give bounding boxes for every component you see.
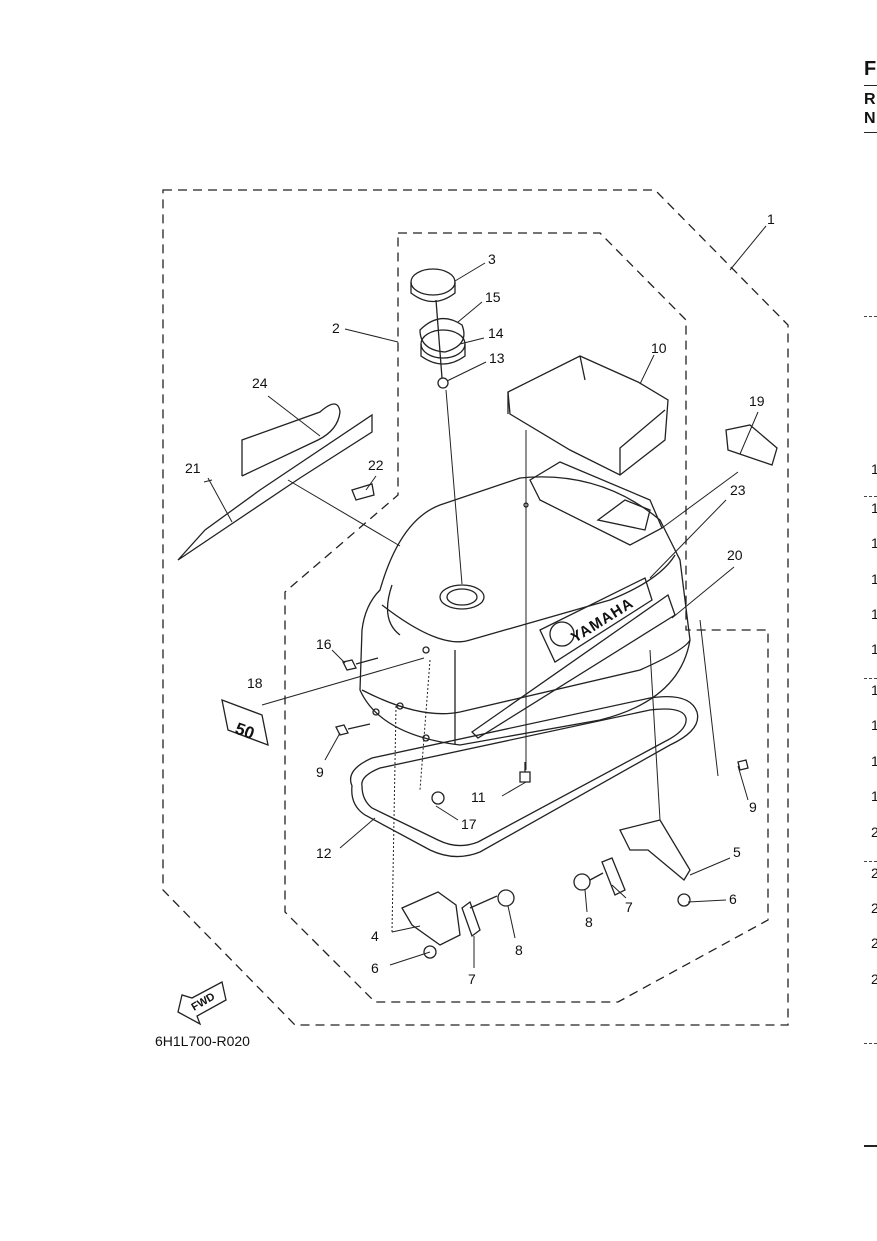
callout-16: 16 <box>316 636 332 652</box>
edge-num-9: 1 <box>871 753 877 769</box>
callout-3: 3 <box>488 251 496 267</box>
seal-rubber <box>349 695 699 858</box>
edge-num-13: 2 <box>871 900 877 916</box>
callout-9b: 9 <box>749 799 757 815</box>
side-stripe-20 <box>470 593 676 739</box>
screw-9b <box>737 759 749 771</box>
model-badge-18 <box>221 698 269 747</box>
callout-labels: 1 2 3 4 5 6 6 7 7 8 8 9 9 10 11 12 13 14… <box>185 211 775 987</box>
callout-5: 5 <box>733 844 741 860</box>
callout-6a: 6 <box>371 960 379 976</box>
screw-9a <box>335 723 371 736</box>
hook-7a <box>461 900 481 938</box>
screw-11 <box>519 762 531 783</box>
callout-19: 19 <box>749 393 765 409</box>
edge-num-8: 1 <box>871 717 877 733</box>
callout-6b: 6 <box>729 891 737 907</box>
callout-14: 14 <box>488 325 504 341</box>
edge-num-7: 1 <box>871 682 877 698</box>
edge-num-2: 1 <box>871 500 877 516</box>
grommet <box>420 329 466 359</box>
vent-tray <box>529 461 663 546</box>
callout-20: 20 <box>727 547 743 563</box>
edge-num-11: 2 <box>871 824 877 840</box>
bolt-8a <box>497 889 515 907</box>
caution-label-19 <box>725 424 778 466</box>
callout-4: 4 <box>371 928 379 944</box>
callout-8a: 8 <box>515 942 523 958</box>
callout-2: 2 <box>332 320 340 336</box>
clamp-5 <box>619 819 691 881</box>
edge-letter-r: R <box>864 91 876 108</box>
oil-filler-hole <box>439 584 485 610</box>
callout-24: 24 <box>252 375 268 391</box>
callout-7a: 7 <box>468 971 476 987</box>
callout-21: 21 <box>185 460 201 476</box>
callout-1: 1 <box>767 211 775 227</box>
callout-8b: 8 <box>585 914 593 930</box>
callout-13: 13 <box>489 350 505 366</box>
edge-num-3: 1 <box>871 535 877 551</box>
washer-17 <box>431 791 445 805</box>
callout-9a: 9 <box>316 764 324 780</box>
top-cowling <box>359 476 691 746</box>
diagram-code: 6H1L700-R020 <box>155 1033 250 1049</box>
callout-15: 15 <box>485 289 501 305</box>
edge-num-12: 2 <box>871 865 877 881</box>
inner-assembly-boundary <box>284 232 769 1003</box>
front-cover <box>507 355 669 476</box>
edge-num-5: 1 <box>871 606 877 622</box>
callout-17: 17 <box>461 816 477 832</box>
callout-18: 18 <box>247 675 263 691</box>
callout-12: 12 <box>316 845 332 861</box>
fwd-arrow <box>177 981 227 1026</box>
bolt-8b <box>573 873 591 891</box>
edge-letter-f: F <box>864 58 877 80</box>
plug-cord <box>435 299 443 379</box>
leader-lines <box>203 225 767 968</box>
clamp-4 <box>401 891 461 946</box>
edge-num-4: 1 <box>871 571 877 587</box>
decal-24 <box>241 403 341 477</box>
callout-7b: 7 <box>625 899 633 915</box>
callout-22: 22 <box>368 457 384 473</box>
decal-22 <box>351 483 375 501</box>
callout-11: 11 <box>471 789 486 805</box>
hook-7b <box>601 857 626 896</box>
outer-assembly-boundary <box>162 189 789 1026</box>
edge-letter-n: N <box>864 110 876 127</box>
edge-num-14: 2 <box>871 935 877 951</box>
screw-16 <box>342 657 379 671</box>
callout-10: 10 <box>651 340 667 356</box>
decal-stripe-21 <box>177 413 373 561</box>
nut-6b <box>677 893 691 907</box>
brand-emblem-23 <box>539 577 653 663</box>
nut-6a <box>423 945 437 959</box>
edge-num-6: 1 <box>871 641 877 657</box>
edge-num-15: 2 <box>871 971 877 987</box>
callout-23: 23 <box>730 482 746 498</box>
fwd-label: FWD <box>190 991 218 1014</box>
edge-num-1: 1 <box>871 461 877 477</box>
edge-num-10: 1 <box>871 788 877 804</box>
gasket <box>419 318 465 353</box>
oil-plug-cap <box>410 268 456 296</box>
